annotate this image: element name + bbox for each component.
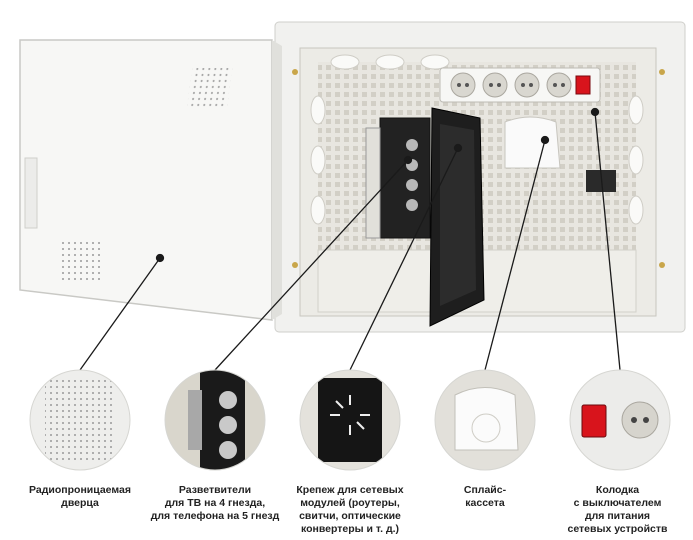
- door-detail-circle: [29, 369, 131, 471]
- splice-caption: Сплайс- кассета: [463, 484, 507, 509]
- power-detail-circle: [569, 369, 671, 471]
- power-caption: Колодка с выключателем для питания сетев…: [567, 484, 668, 535]
- network-module-mount: [429, 107, 485, 327]
- tv-splitter-module: [365, 117, 431, 239]
- splitters-caption: Разветвители для ТВ на 4 гнезда, для тел…: [150, 484, 280, 522]
- mount-detail-circle: [299, 369, 401, 471]
- splice-detail-circle: [434, 369, 536, 471]
- leader-lines: [79, 107, 621, 371]
- bracket: [586, 170, 616, 192]
- power-strip: [439, 67, 601, 103]
- splitters-detail-circle: [164, 369, 266, 471]
- door-caption: Радиопроницаемая дверца: [29, 484, 131, 509]
- splice-cassette: [504, 116, 561, 169]
- cabinet-door: [19, 39, 282, 321]
- mount-caption: Крепеж для сетевых модулей (роутеры, сви…: [296, 484, 404, 535]
